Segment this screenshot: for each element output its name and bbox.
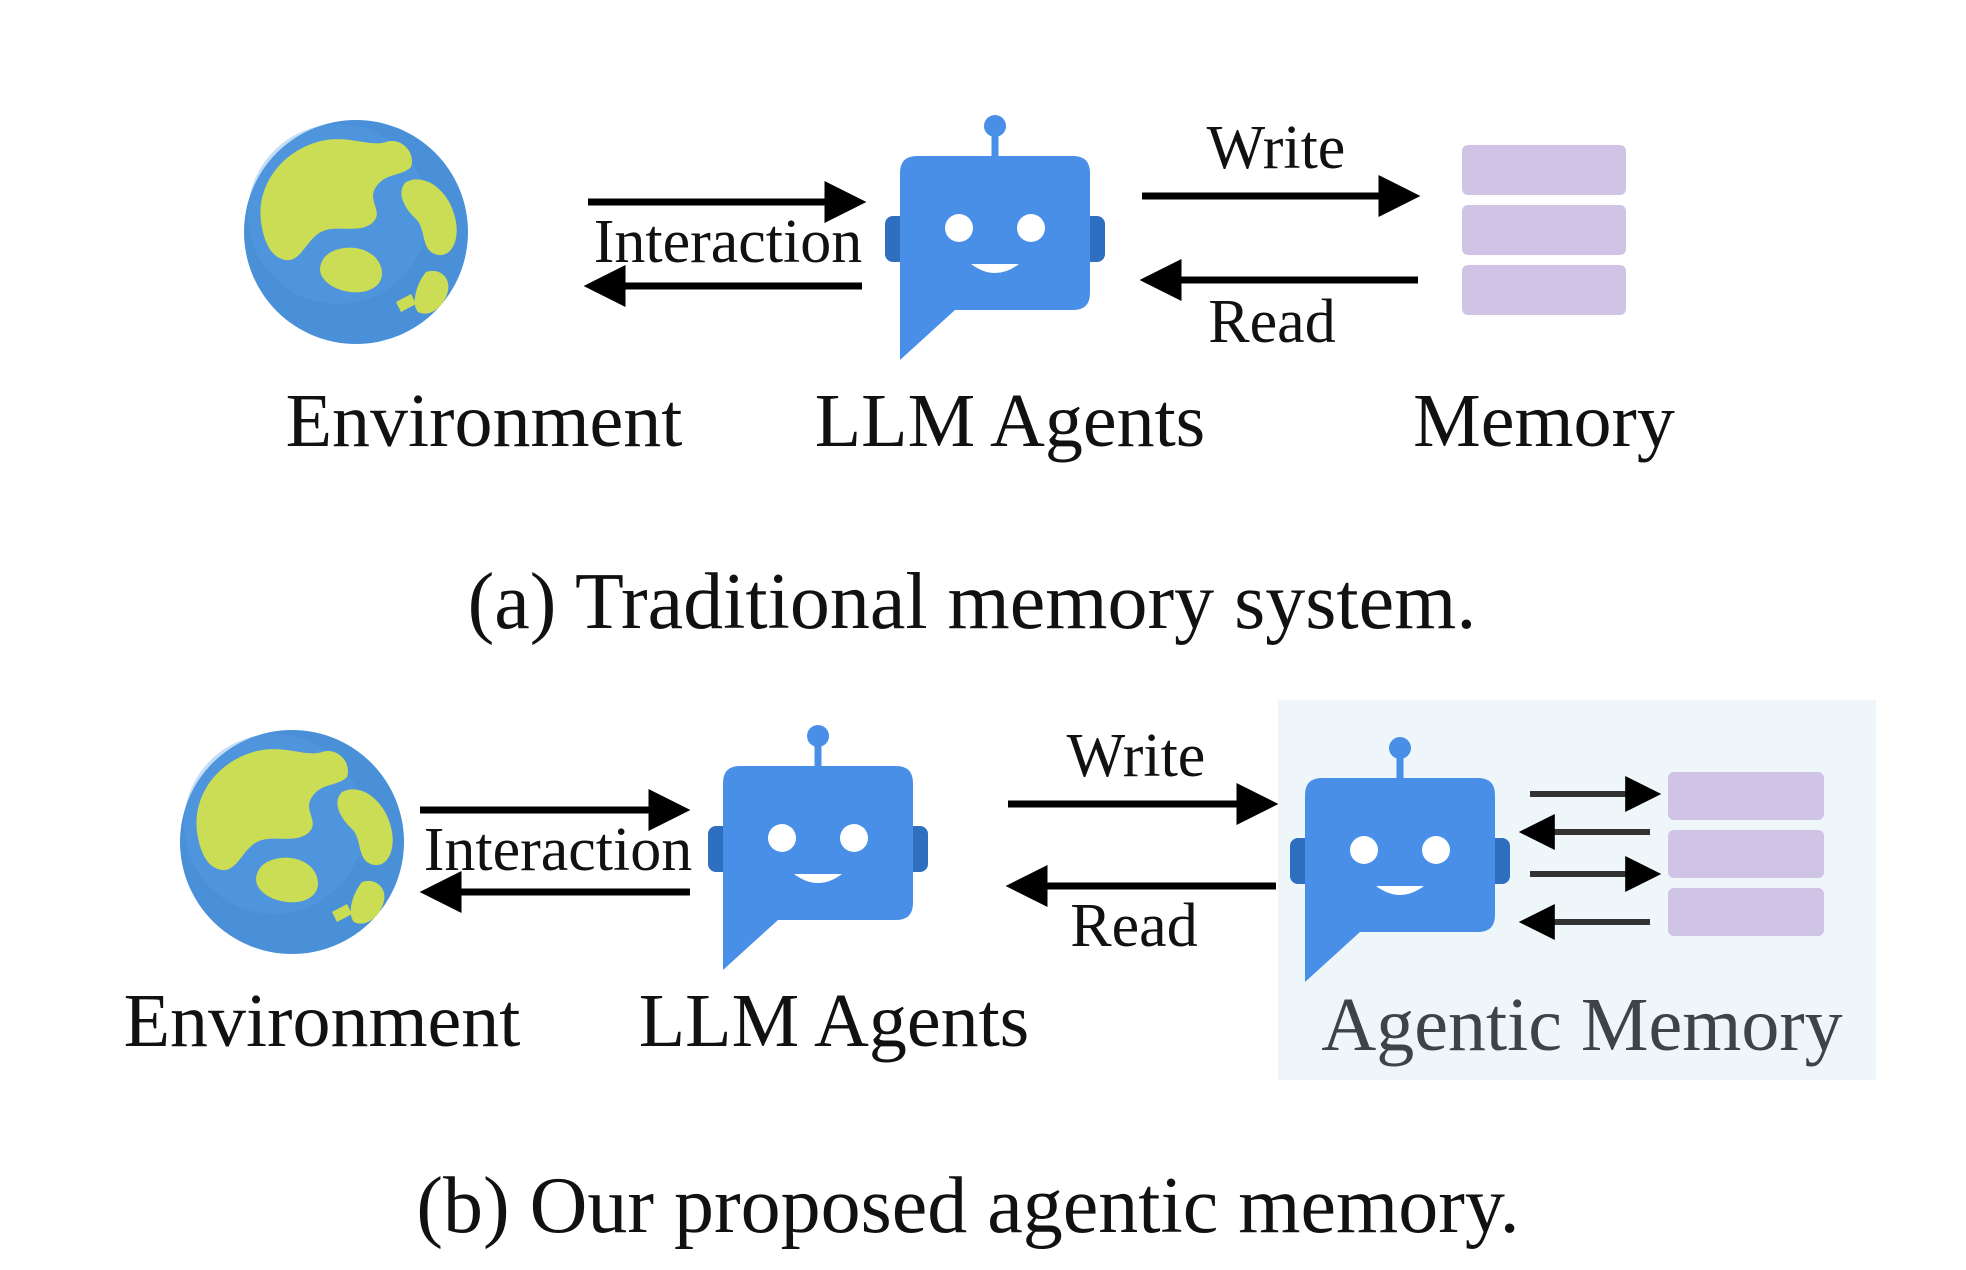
- memory-label: Memory: [1413, 379, 1675, 463]
- write-label: Write: [1207, 114, 1346, 182]
- llm-agents-label: LLM Agents: [815, 379, 1206, 463]
- memory-block: [1668, 888, 1824, 936]
- read-label: Read: [1208, 288, 1335, 356]
- environment-label: Environment: [124, 979, 521, 1063]
- robot-icon: [708, 725, 928, 970]
- environment-label: Environment: [286, 379, 683, 463]
- memory-block: [1668, 830, 1824, 878]
- memory-block: [1668, 772, 1824, 820]
- globe-icon: [244, 120, 468, 344]
- caption-a: (a) Traditional memory system.: [468, 558, 1477, 646]
- memory-stack-icon: [1462, 145, 1626, 315]
- robot-icon: [885, 115, 1105, 360]
- read-label: Read: [1070, 892, 1197, 960]
- panel-a: Interaction Write Read Environment LLM A…: [244, 114, 1675, 646]
- globe-icon: [180, 730, 404, 954]
- interaction-label: Interaction: [424, 816, 693, 884]
- write-label: Write: [1067, 722, 1206, 790]
- interaction-label: Interaction: [594, 208, 863, 276]
- caption-b: (b) Our proposed agentic memory.: [416, 1162, 1519, 1250]
- agentic-memory-label: Agentic Memory: [1321, 983, 1842, 1067]
- llm-agents-label: LLM Agents: [639, 979, 1030, 1063]
- panel-b: Interaction Write Read Environment LLM A…: [124, 700, 1876, 1250]
